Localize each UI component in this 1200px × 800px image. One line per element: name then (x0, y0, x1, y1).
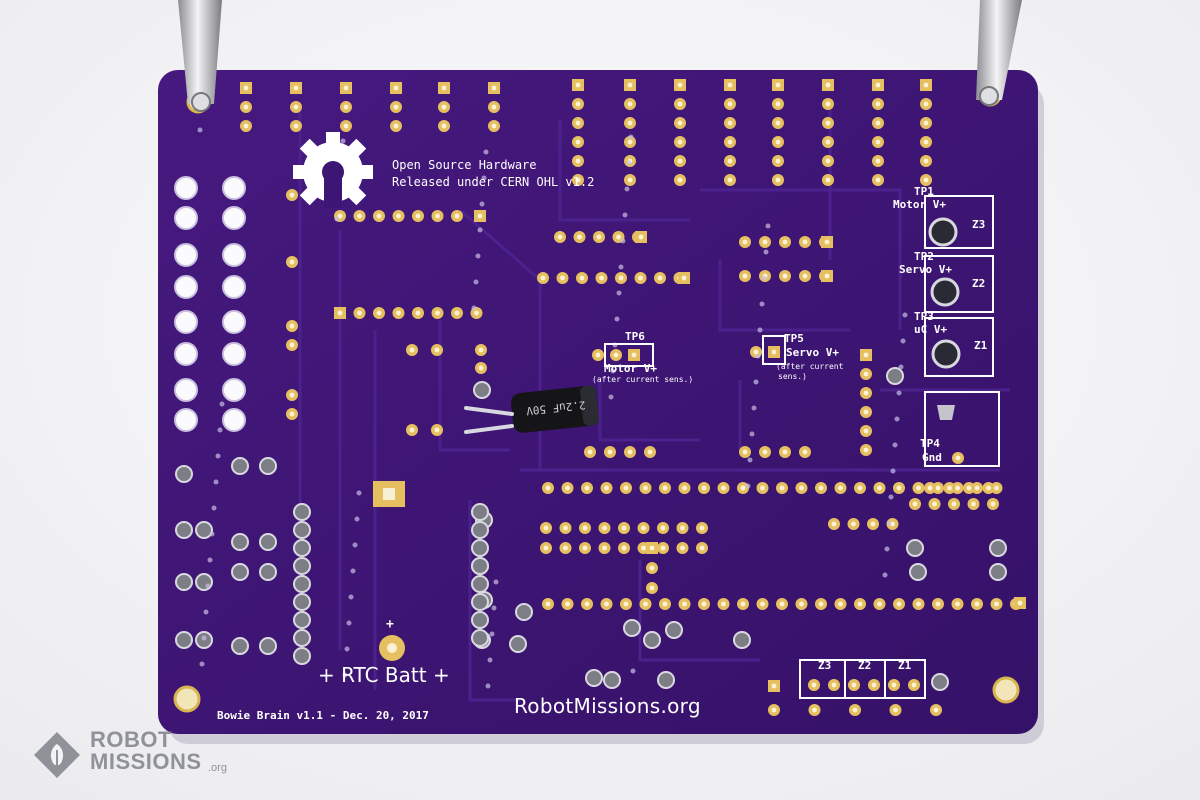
clip-left (178, 0, 222, 112)
tp3-label: TP3 (914, 310, 934, 323)
tp-outlines (604, 195, 1000, 699)
header-z1: Z1 (898, 659, 912, 672)
z3-label: Z3 (972, 218, 986, 231)
rtc-batt-label: + RTC Batt + (318, 663, 450, 687)
tp1-label: TP1 (914, 185, 934, 198)
tp4-label: TP4 (920, 437, 940, 450)
solder-pads (240, 79, 1026, 716)
board-url: RobotMissions.org (514, 694, 701, 718)
vias (197, 127, 908, 689)
clip-right (976, 0, 1022, 106)
batt-plus: + (386, 617, 394, 632)
board-version: Bowie Brain v1.1 - Dec. 20, 2017 (217, 709, 429, 722)
tp5-desc: Servo V+ (786, 346, 839, 359)
tp5-note-1: (after current (776, 362, 844, 371)
zener-screws (928, 217, 961, 420)
tp3-desc: uC V+ (914, 323, 948, 336)
terminal-holes (174, 176, 246, 432)
capacitor: 2.2uF 50V (510, 385, 600, 433)
z2-label: Z2 (972, 277, 986, 290)
pcb-board (158, 70, 1038, 734)
tp6-desc: Motor V+ (604, 362, 657, 375)
header-z3: Z3 (818, 659, 832, 672)
capacitor-label: 2.2uF 50V (525, 398, 586, 417)
robot-missions-watermark: ROBOT MISSIONS .org (32, 728, 252, 784)
capacitor-leads (464, 406, 514, 434)
watermark-line-1: ROBOT (90, 727, 172, 752)
tp5-label: TP5 (784, 332, 804, 345)
osh-text: Open Source Hardware Released under CERN… (392, 157, 594, 191)
tp2-label: TP2 (914, 250, 934, 263)
tp2-desc: Servo V+ (899, 263, 952, 276)
osh-line-2: Released under CERN OHL v1.2 (392, 175, 595, 189)
z1-label: Z1 (974, 339, 988, 352)
tp6-label: TP6 (625, 330, 645, 343)
osh-line-1: Open Source Hardware (392, 158, 537, 172)
robot-missions-logo-icon (34, 732, 80, 778)
watermark-line-2: MISSIONS (90, 749, 202, 774)
header-z2: Z2 (858, 659, 872, 672)
tp4-desc: Gnd (922, 451, 942, 464)
tp5-note-2: sens.) (778, 372, 807, 381)
tp1-desc: Motor V+ (893, 198, 946, 211)
solder-joints (175, 367, 1007, 691)
watermark-suffix: .org (208, 762, 227, 774)
tp6-note: (after current sens.) (592, 375, 694, 384)
osh-gear-icon (293, 132, 373, 208)
